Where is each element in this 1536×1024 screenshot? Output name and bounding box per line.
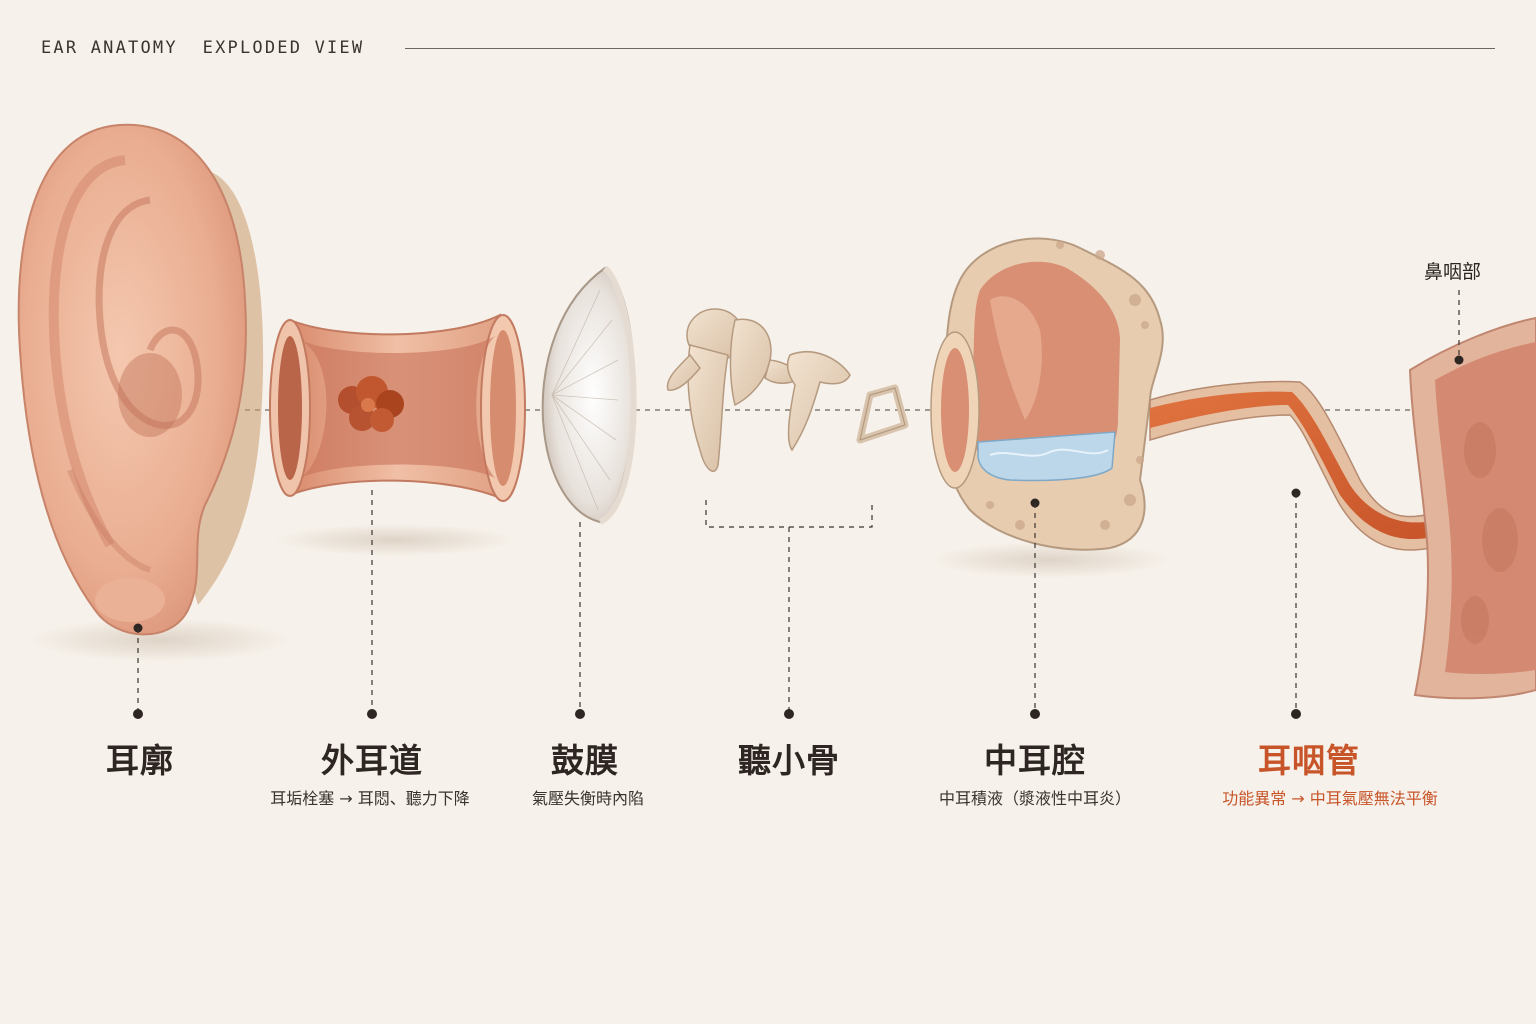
- header-title: EAR ANATOMY EXPLODED VIEW: [41, 38, 365, 58]
- shadow-auricle: [30, 618, 290, 662]
- nasopharynx-wall-illustration: [1408, 316, 1536, 700]
- middle-ear-fluid: [977, 431, 1116, 482]
- external-canal-illustration: [269, 313, 526, 502]
- auricle-illustration: [17, 123, 264, 636]
- label-nasopharynx: 鼻咽部: [1424, 261, 1482, 283]
- note-external-canal: 耳垢栓塞 → 耳悶、聽力下降: [270, 789, 470, 808]
- label-middle-ear: 中耳腔: [984, 741, 1086, 780]
- callout-eustachian-tube: [1291, 488, 1301, 719]
- note-middle-ear: 中耳積液（漿液性中耳炎）: [938, 789, 1132, 808]
- callout-external-canal: [367, 490, 377, 719]
- note-eardrum: 氣壓失衡時內陷: [531, 789, 645, 808]
- middle-ear-cavity-illustration: [930, 237, 1164, 551]
- label-external-canal: 外耳道: [321, 741, 423, 780]
- callout-middle-ear: [1030, 498, 1040, 719]
- stapes-footplate-ring: [856, 384, 909, 444]
- label-auricle: 耳廓: [106, 741, 174, 780]
- shadow-cavity: [930, 542, 1170, 578]
- eustachian-tube-illustration: [1149, 380, 1431, 551]
- label-ossicles: 聽小骨: [738, 741, 840, 780]
- label-eustachian-tube: 耳咽管: [1258, 741, 1360, 780]
- stapes-bone: [786, 351, 851, 452]
- callout-auricle: [133, 623, 143, 719]
- header-rule: [405, 48, 1495, 49]
- earwax-plug: [338, 376, 404, 432]
- callout-ossicles: [705, 500, 873, 719]
- malleus-bone: [666, 308, 744, 472]
- note-eustachian-tube: 功能異常 → 中耳氣壓無法平衡: [1222, 789, 1438, 808]
- callout-nasopharynx: [1454, 290, 1464, 365]
- callout-eardrum: [575, 522, 585, 719]
- eardrum-illustration: [541, 265, 637, 525]
- ossicles-illustration: [666, 308, 909, 472]
- label-eardrum: 鼓膜: [551, 741, 619, 780]
- shadow-canal: [275, 524, 515, 556]
